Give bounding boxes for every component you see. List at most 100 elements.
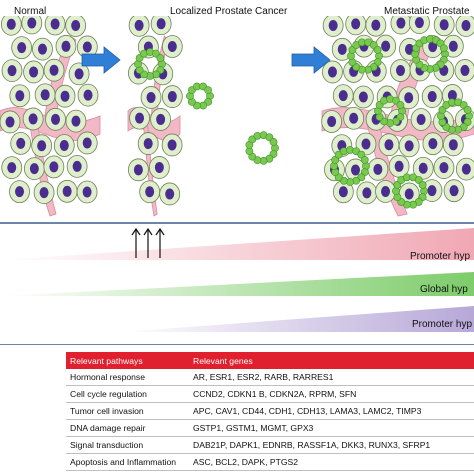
genes-cell: DAB21P, DAPK1, EDNRB, RASSF1A, DKK3, RUN… xyxy=(189,436,474,454)
cell-nucleus xyxy=(145,186,155,198)
cell-nucleus xyxy=(416,114,426,126)
cell-nucleus xyxy=(428,138,438,150)
cell-nucleus xyxy=(448,40,458,52)
stage-label-localized: Localized Prostate Cancer xyxy=(170,6,288,17)
cell-nucleus xyxy=(338,90,348,102)
cell-nucleus xyxy=(338,186,348,198)
cell-nucleus xyxy=(427,185,437,197)
cell-nucleus xyxy=(6,18,16,30)
cell-nucleus xyxy=(404,140,414,152)
cell-nucleus xyxy=(40,89,50,101)
cell-nucleus xyxy=(71,115,81,127)
cell-nucleus xyxy=(404,188,414,200)
cell-nucleus xyxy=(27,17,37,29)
cell-nucleus xyxy=(414,17,424,29)
cell-nucleus xyxy=(49,161,59,173)
cell-nucleus xyxy=(16,137,26,149)
cell-nucleus xyxy=(37,140,47,152)
cell-nucleus xyxy=(29,163,39,175)
cancer-cell xyxy=(373,46,382,54)
cell-nucleus xyxy=(17,42,27,54)
cell-nucleus xyxy=(328,19,338,31)
cell-nucleus xyxy=(83,89,93,101)
genes-cell: ASC, BCL2, DAPK, PTGS2 xyxy=(189,453,474,471)
cell-nucleus xyxy=(449,185,459,197)
stage-label-metastatic: Metastatic Prostate xyxy=(384,6,470,17)
cell-nucleus xyxy=(327,116,337,128)
genes-cell: AR, ESR1, ESR2, RARB, RARRES1 xyxy=(189,369,474,386)
cell-nucleus xyxy=(396,17,406,29)
cell-nucleus xyxy=(381,185,391,197)
cell-nucleus xyxy=(371,19,381,31)
cell-nucleus xyxy=(146,91,156,103)
genes-cell: APC, CAV1, CD44, CDH1, CDH13, LAMA3, LAM… xyxy=(189,402,474,420)
cancer-cell xyxy=(360,155,369,164)
gradient-label-promoter-hyper: Promoter hyp xyxy=(410,251,471,262)
cancer-cell xyxy=(439,44,448,53)
cell-nucleus xyxy=(59,140,69,152)
cell-nucleus xyxy=(82,137,92,149)
cell-nucleus xyxy=(50,18,60,30)
cancer-cell xyxy=(418,181,427,189)
gradient-label-global-hypo: Global hyp xyxy=(420,284,468,295)
cell-nucleus xyxy=(134,19,144,31)
pathway-cell: Apoptosis and Inflammation xyxy=(66,453,189,471)
section-divider xyxy=(0,222,474,224)
cell-nucleus xyxy=(337,43,347,55)
cell-nucleus xyxy=(5,116,15,128)
cell-nucleus xyxy=(143,138,153,150)
cell-nucleus xyxy=(71,20,81,32)
cell-nucleus xyxy=(133,164,143,176)
pathway-cell: Tumor cell invasion xyxy=(66,402,189,420)
cell-nucleus xyxy=(39,187,49,199)
cell-nucleus xyxy=(51,113,61,125)
cancer-cell xyxy=(204,86,212,95)
cell-nucleus xyxy=(373,163,383,175)
cell-nucleus xyxy=(361,138,371,150)
cell-nucleus xyxy=(351,164,361,176)
header-pathways: Relevant pathways xyxy=(66,352,189,369)
cell-nucleus xyxy=(395,65,405,77)
up-arrows-icon xyxy=(131,227,165,258)
cell-nucleus xyxy=(61,40,71,52)
cell-nucleus xyxy=(165,188,175,200)
cell-nucleus xyxy=(384,139,394,151)
pathway-table: Relevant pathways Relevant genes Hormona… xyxy=(66,352,474,471)
cell-nucleus xyxy=(448,139,458,151)
cell-nucleus xyxy=(167,41,177,53)
cell-nucleus xyxy=(156,18,166,30)
cell-nucleus xyxy=(82,41,92,53)
cell-nucleus xyxy=(167,91,177,103)
cancer-cell xyxy=(269,138,278,146)
genes-cell: GSTP1, GSTM1, MGMT, GPX3 xyxy=(189,419,474,437)
genes-cell: CCND2, CDKN1 B, CDKN2A, RPRM, SFN xyxy=(189,385,474,403)
cell-nucleus xyxy=(82,186,92,198)
cancer-cell xyxy=(463,106,472,114)
cell-nucleus xyxy=(404,92,414,104)
table-header-row: Relevant pathways Relevant genes xyxy=(66,352,474,369)
cell-nucleus xyxy=(427,91,437,103)
cell-nucleus xyxy=(156,113,166,125)
cell-nucleus xyxy=(7,65,17,77)
cell-nucleus xyxy=(60,90,70,102)
stage-label-normal: Normal xyxy=(14,6,47,17)
cell-nucleus xyxy=(327,66,337,78)
cell-nucleus xyxy=(72,160,82,172)
pathway-cell: DNA damage repair xyxy=(66,419,189,437)
stage-arrow-icon xyxy=(291,46,331,74)
pathway-cell: Cell cycle regulation xyxy=(66,385,189,403)
cell-nucleus xyxy=(37,43,47,55)
cell-nucleus xyxy=(167,139,177,151)
cell-nucleus xyxy=(7,162,17,174)
cell-nucleus xyxy=(351,18,361,30)
tissue-illustration xyxy=(0,16,474,217)
cell-nucleus xyxy=(49,64,59,76)
stage-arrow-icon xyxy=(81,46,121,74)
cell-nucleus xyxy=(460,64,470,76)
gradient-label-promoter-hypo: Promoter hyp xyxy=(412,319,473,330)
gradient-wedge-promoter-hyper xyxy=(0,228,474,260)
